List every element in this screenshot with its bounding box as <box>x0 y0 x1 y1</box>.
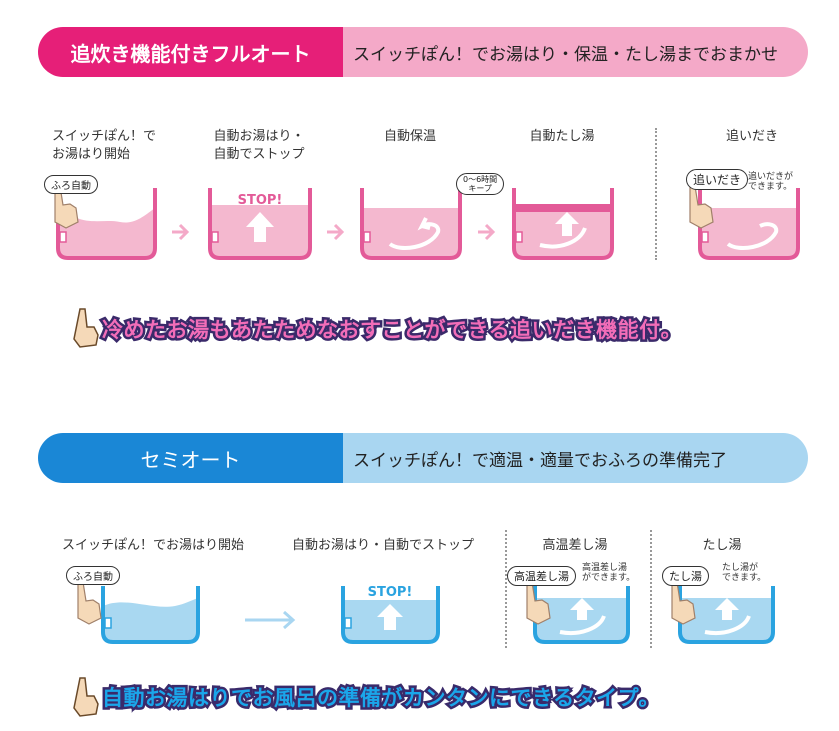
full-step3-caption: 自動保温 <box>383 129 436 144</box>
semi-tashiyu-callout: たし湯 <box>662 566 709 586</box>
semi-stop-badge: STOP! <box>368 585 413 600</box>
swirl-arrow-icon <box>388 217 441 250</box>
hand-pointer-icon <box>689 185 714 229</box>
arrow-up-icon <box>715 598 739 620</box>
full-oidaki-note: 追いだきが できます。 <box>748 172 794 192</box>
semi-auto-slogan: 自動お湯はりでお風呂の準備がカンタンにできるタイプ。 <box>100 684 662 713</box>
semi-tub-3 <box>533 586 630 644</box>
full-auto-slogan: 冷めたお湯もあたためなおすことができる追いだき機能付。 <box>99 316 684 345</box>
semi-step3-caption: 高温差し湯 <box>542 538 608 553</box>
full-stop-badge: STOP! <box>238 193 283 208</box>
full-step4-caption: 自動たし湯 <box>529 129 595 144</box>
full-tub-5 <box>698 188 800 260</box>
hand-pointer-icon <box>77 581 102 625</box>
semi-tub-2: STOP! <box>341 585 440 644</box>
arrow-up-icon <box>246 212 274 242</box>
semi-tub-1 <box>101 586 200 644</box>
semi-tashiyu-note: たし湯が できます。 <box>722 563 767 583</box>
arrow-up-icon <box>377 604 403 630</box>
arrow-right-icon <box>478 223 496 241</box>
semi-auto-title: セミオート <box>38 433 343 483</box>
full-divider <box>655 128 657 260</box>
swirl-arrow-icon <box>704 615 751 635</box>
pointing-hand-mascot-icon <box>73 677 99 717</box>
full-auto-title: 追炊き機能付きフルオート <box>38 27 343 77</box>
arrow-right-icon <box>172 223 190 241</box>
full-step2-caption: 自動お湯はり・ 自動でストップ <box>213 129 305 162</box>
arrow-up-icon <box>555 212 579 236</box>
hand-pointer-icon <box>671 581 696 625</box>
full-auto-illustrations: STOP! <box>54 185 800 260</box>
full-keep-callout: 0～6時間 キープ <box>456 173 505 195</box>
semi-auto-illustrations: STOP! <box>77 581 775 644</box>
full-tub-4 <box>512 188 614 260</box>
arrow-right-icon <box>245 610 296 630</box>
semi-auto-tagline: スイッチぽん！で適温・適量でおふろの準備完了 <box>343 433 808 483</box>
full-furo-jido-callout: ふろ自動 <box>44 175 98 194</box>
arrow-right-icon <box>327 223 345 241</box>
swirl-arrow-icon <box>559 615 606 635</box>
semi-tub-4 <box>678 586 775 644</box>
full-auto-tagline: スイッチぽん！でお湯はり・保温・たし湯までおまかせ <box>343 27 808 77</box>
full-tub-2: STOP! <box>208 188 312 260</box>
full-step1-caption: スイッチぽん！で お湯はり開始 <box>52 129 157 162</box>
full-oidaki-callout: 追いだき <box>686 169 749 190</box>
full-auto-banner: 追炊き機能付きフルオート スイッチぽん！でお湯はり・保温・たし湯までおまかせ <box>38 27 808 77</box>
swirl-arrow-icon <box>726 222 779 250</box>
semi-auto-banner: セミオート スイッチぽん！で適温・適量でおふろの準備完了 <box>38 433 808 483</box>
semi-koon-callout: 高温差し湯 <box>507 566 576 586</box>
semi-koon-note: 高温差し湯 ができます。 <box>582 563 636 583</box>
semi-step4-caption: たし湯 <box>702 538 742 553</box>
pointing-hand-mascot-icon <box>73 308 99 348</box>
full-step5-caption: 追いだき <box>725 129 778 144</box>
semi-furo-jido-callout: ふろ自動 <box>66 566 120 585</box>
arrow-up-icon <box>570 598 594 620</box>
semi-step1-caption: スイッチぽん！でお湯はり開始 <box>62 538 245 553</box>
semi-step2-caption: 自動お湯はり・自動でストップ <box>292 538 475 553</box>
full-tub-1 <box>56 188 157 260</box>
semi-divider-1 <box>505 530 507 648</box>
hand-pointer-icon <box>526 581 551 625</box>
full-tub-3 <box>360 188 462 260</box>
semi-divider-2 <box>650 530 652 648</box>
